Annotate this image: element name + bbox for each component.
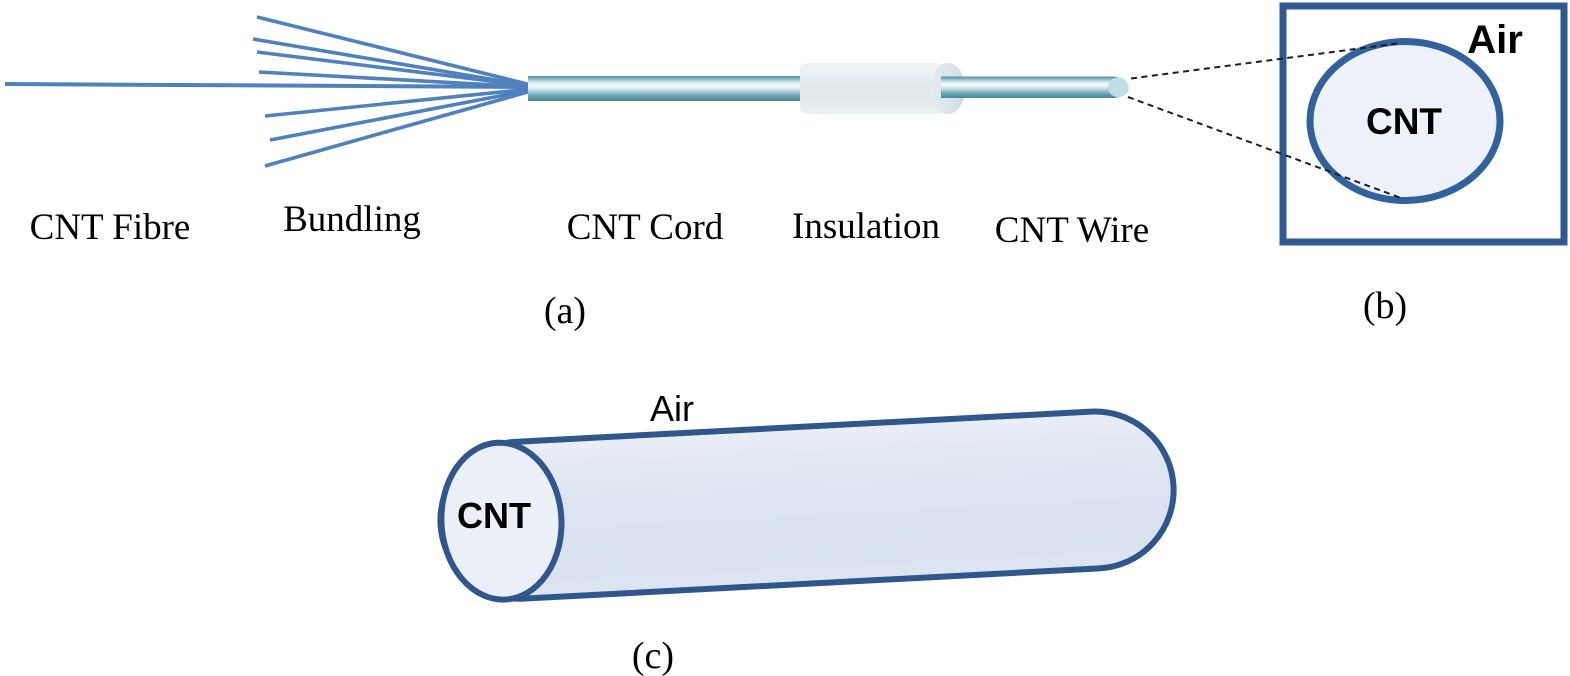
cnt-fibre-label: CNT Fibre	[30, 207, 191, 248]
cnt-cord-label: CNT Cord	[567, 207, 724, 248]
dashed-guide-lower	[1127, 96, 1402, 199]
insulation-sleeve	[800, 63, 965, 114]
fan-line	[264, 87, 532, 118]
dashed-guide-upper	[1130, 42, 1402, 80]
cnt-fibre-line	[4, 82, 532, 89]
cnt-wire-tip	[1108, 77, 1128, 98]
cylinder-front-face	[438, 439, 565, 603]
panel-b: Air CNT (b)	[1127, 2, 1568, 327]
panel-c-cnt-label: CNT	[457, 495, 531, 536]
magnification-dashed-lines	[1127, 42, 1402, 199]
bundling-fan-lines	[252, 15, 532, 168]
cnt-cylinder-3d	[437, 408, 1177, 603]
insulation-label: Insulation	[792, 206, 940, 247]
cnt-cross-section-circle	[1306, 38, 1504, 204]
fan-line	[256, 15, 532, 87]
panel-c-caption: (c)	[632, 635, 674, 676]
cnt-cord-rod	[528, 76, 813, 101]
panel-b-caption: (b)	[1363, 285, 1407, 327]
panel-c: Air CNT (c)	[437, 388, 1177, 676]
panel-c-air-label: Air	[650, 388, 694, 429]
cnt-wire-label: CNT Wire	[995, 210, 1149, 251]
fan-line	[269, 88, 532, 142]
panel-b-cnt-label: CNT	[1366, 101, 1442, 142]
panel-b-air-label: Air	[1467, 18, 1523, 62]
bundling-label: Bundling	[283, 199, 421, 240]
fan-line	[252, 37, 532, 88]
panel-a-caption: (a)	[544, 290, 586, 332]
fan-line	[256, 50, 532, 88]
cnt-wire-rod	[941, 76, 1129, 98]
fan-line	[258, 70, 532, 89]
fan-line	[264, 89, 532, 168]
panel-a: CNT Fibre Bundling CNT Cord Insulation C…	[4, 15, 1149, 332]
